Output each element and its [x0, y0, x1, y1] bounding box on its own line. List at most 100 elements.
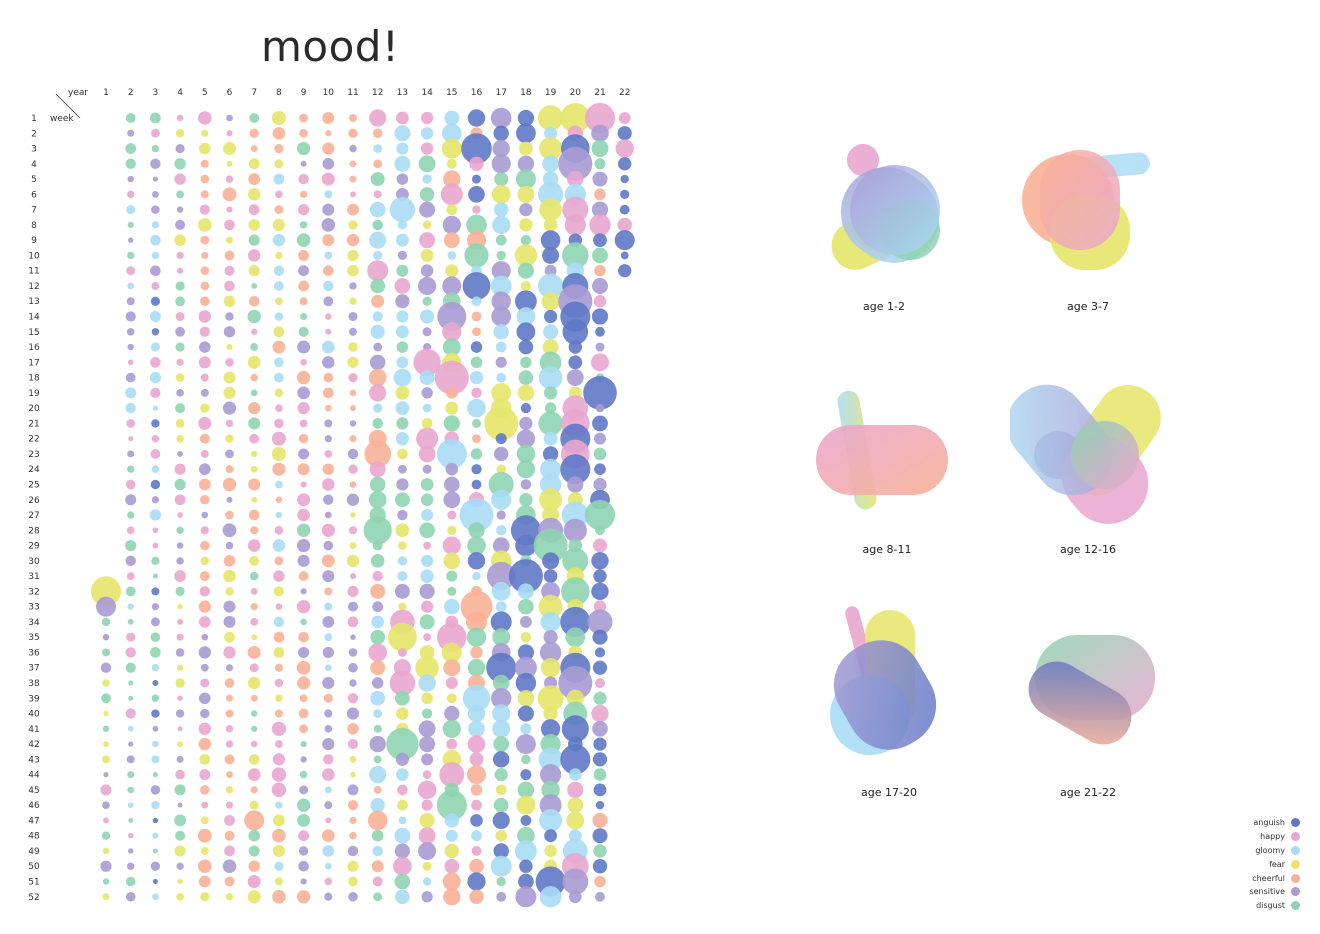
y-tick-label: 40	[28, 710, 40, 720]
dot-happy	[567, 170, 584, 188]
dot-fear	[247, 355, 261, 369]
dot-fear	[539, 137, 563, 161]
dot-disgust	[250, 389, 258, 397]
dot-anguish	[517, 109, 535, 127]
dot-sensitive	[223, 600, 236, 613]
dot-cheerful	[200, 785, 210, 795]
dot-sensitive	[492, 537, 510, 554]
dot-gloomy	[273, 616, 285, 628]
dot-disgust	[125, 113, 136, 123]
dot-disgust	[395, 492, 410, 508]
dot-cheerful	[200, 540, 210, 551]
dot-sensitive	[372, 601, 384, 613]
dot-fear	[397, 799, 408, 811]
dot-sensitive	[297, 386, 310, 400]
dot-happy	[250, 740, 258, 748]
y-tick-label: 25	[28, 480, 39, 490]
dot-sensitive	[199, 692, 211, 705]
dot-cheerful	[200, 281, 210, 291]
dot-fear	[271, 446, 286, 461]
dot-gloomy	[492, 719, 511, 738]
dot-cheerful	[592, 812, 608, 828]
dot-disgust	[541, 780, 560, 800]
dot-anguish	[495, 433, 507, 445]
dot-disgust	[373, 755, 382, 764]
dot-happy	[100, 784, 112, 796]
dot-sensitive	[442, 215, 461, 234]
dot-sensitive	[517, 155, 535, 173]
dot-disgust	[368, 490, 387, 509]
dot-disgust	[419, 614, 435, 630]
dot-cheerful	[467, 765, 486, 785]
dot-cheerful	[370, 583, 386, 599]
dot-gloomy	[275, 801, 283, 809]
dot-fear	[397, 448, 408, 460]
dot-happy	[224, 265, 235, 276]
dot-fear	[395, 523, 410, 538]
dot-disgust	[493, 736, 510, 752]
dot-disgust	[533, 528, 568, 563]
dot-sensitive	[558, 146, 593, 181]
shape-circle	[1071, 421, 1139, 489]
dot-fear	[349, 297, 357, 305]
dot-happy	[372, 876, 383, 887]
dot-cheerful	[225, 709, 234, 718]
dot-cheerful	[323, 693, 333, 703]
y-tick-label: 24	[28, 465, 40, 475]
dot-sensitive	[152, 725, 159, 732]
dot-disgust	[150, 632, 161, 642]
dot-sensitive	[395, 294, 410, 309]
dot-sensitive	[519, 203, 533, 217]
dot-gloomy	[421, 509, 434, 522]
dot-sensitive	[152, 176, 158, 182]
shape-capsule	[816, 425, 948, 495]
dot-cheerful	[275, 496, 283, 503]
dot-anguish	[471, 464, 482, 475]
dot-fear	[102, 847, 110, 855]
dot-happy	[373, 190, 382, 199]
dot-happy	[591, 353, 609, 372]
dot-gloomy	[445, 829, 458, 842]
y-tick-label: 15	[28, 328, 39, 338]
dot-happy	[348, 464, 358, 474]
dot-anguish	[583, 376, 617, 410]
dot-happy	[248, 249, 261, 262]
dot-disgust	[251, 725, 258, 732]
dot-sensitive	[397, 509, 408, 521]
dot-gloomy	[369, 766, 387, 784]
dot-sensitive	[324, 419, 333, 428]
dot-disgust	[591, 140, 609, 158]
y-tick-label: 37	[28, 664, 39, 674]
dot-happy	[199, 326, 210, 337]
dot-gloomy	[491, 581, 511, 601]
dot-disgust	[297, 814, 310, 827]
y-tick-label: 8	[31, 221, 37, 231]
dot-disgust	[544, 402, 557, 414]
dot-happy	[617, 217, 632, 233]
dot-cheerful	[594, 188, 606, 201]
dot-gloomy	[490, 275, 512, 297]
dot-happy	[150, 449, 161, 459]
dot-disgust	[520, 356, 532, 369]
age-label: age 1-2	[863, 300, 905, 313]
dot-fear	[251, 450, 258, 458]
dot-happy	[440, 183, 463, 206]
dot-cheerful	[323, 265, 334, 277]
dot-cheerful	[200, 159, 209, 168]
dot-happy	[367, 260, 389, 282]
dot-sensitive	[563, 518, 587, 542]
dot-gloomy	[389, 197, 415, 223]
dot-cheerful	[445, 386, 458, 399]
dot-happy	[199, 616, 211, 628]
x-tick-label: 20	[570, 88, 582, 98]
dot-anguish	[595, 326, 605, 337]
dot-disgust	[247, 309, 261, 324]
dot-cheerful	[469, 889, 484, 904]
dot-fear	[421, 692, 433, 705]
dot-happy	[224, 815, 235, 826]
dot-sensitive	[421, 753, 434, 766]
dot-sensitive	[199, 341, 211, 353]
dot-cheerful	[469, 858, 484, 874]
dot-happy	[199, 769, 211, 781]
dot-happy	[322, 768, 335, 781]
